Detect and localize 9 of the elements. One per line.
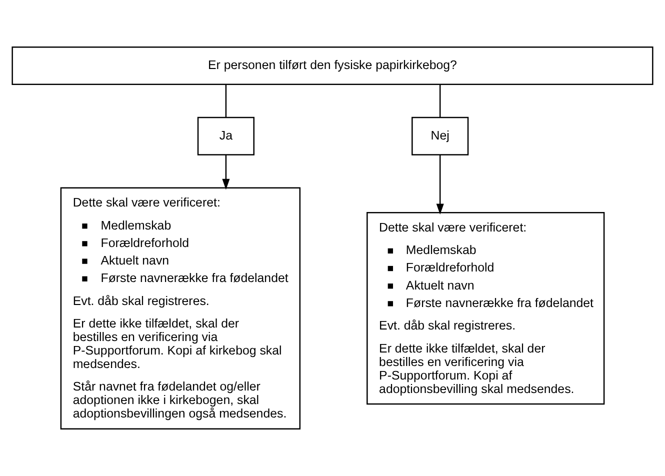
node-box: Ja	[197, 116, 254, 156]
arrow	[222, 154, 230, 190]
node-box: Dette skal være verificeret: Medlemskab Forældreforhold Aktuelt navn Første navnerække fra fødelandet Evt. dåb skal registreres. Er dette ikke tilfældet, skal der bestilles en verificering via P-Supportforum. Kopi af kirkebog skal medsendes. Står navnet fra fødelandet og/eller adoptionen ikke i kirkebogen, skal adoptionsbevillingen også medsendes.	[60, 187, 301, 430]
connector	[225, 84, 227, 118]
node-box: Dette skal være verificeret: Medlemskab Forældreforhold Aktuelt navn Første navnerække fra fødelandet Evt. dåb skal registreres. Er dette ikke tilfældet, skal der bestilles en verificering via P-Supportforum. Kopi af adoptionsbevilling skal medsendes.	[366, 212, 605, 405]
node-box: Nej	[412, 116, 469, 156]
arrow	[436, 154, 444, 215]
node-box: Er personen tilført den fysiske papirkirkebog?	[12, 46, 654, 85]
connector	[439, 84, 441, 118]
